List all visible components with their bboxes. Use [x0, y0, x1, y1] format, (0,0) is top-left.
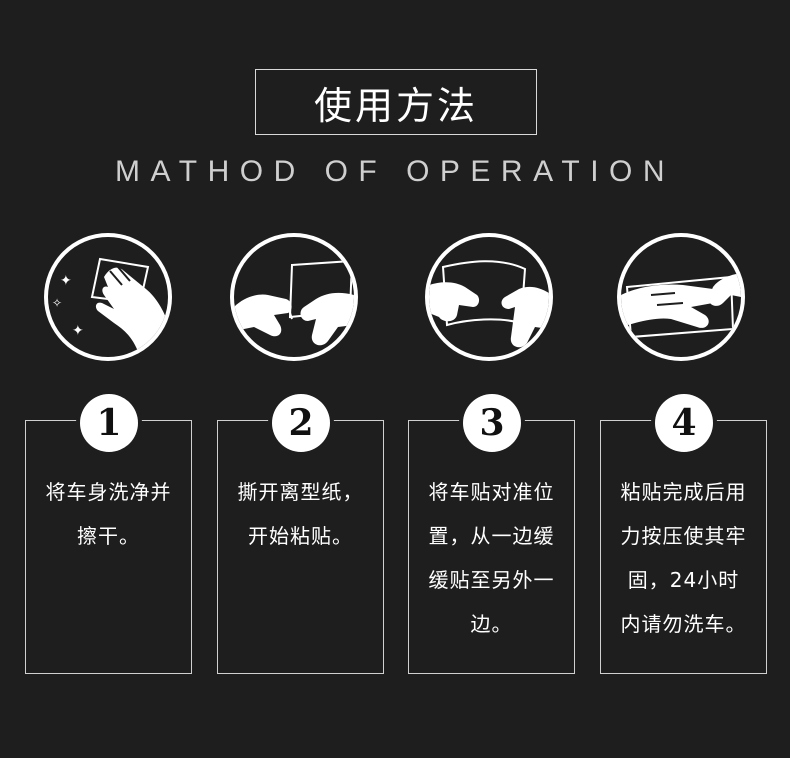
page-title: 使用方法: [255, 69, 537, 135]
page-subtitle: MATHOD OF OPERATION: [114, 155, 676, 188]
step-1-text: 将车身洗净并 擦干。: [45, 480, 172, 548]
step-1-illustration: ✦ ✧ ✦: [44, 233, 172, 361]
apply-sticker-icon: [429, 260, 549, 348]
svg-text:✦: ✦: [72, 323, 84, 339]
step-3-text: 将车贴对准位 置，从一边缓 缓贴至另外一 边。: [428, 480, 555, 636]
press-sticker-icon: [621, 273, 741, 339]
step-4-number-badge: 4: [655, 394, 713, 452]
step-2-text: 撕开离型纸， 开始粘贴。: [237, 480, 364, 548]
peel-film-icon: [234, 259, 354, 346]
step-2-illustration: [230, 233, 358, 361]
step-4-text: 粘贴完成后用 力按压使其牢 固，24小时 内请勿洗车。: [620, 480, 747, 636]
svg-text:✧: ✧: [52, 296, 62, 310]
step-2-number-badge: 2: [272, 394, 330, 452]
step-3-number-badge: 3: [463, 394, 521, 452]
wipe-hand-icon: ✦ ✧ ✦: [52, 257, 168, 357]
svg-text:✦: ✦: [60, 273, 72, 289]
step-3-illustration: [425, 233, 553, 361]
step-4-illustration: [617, 233, 745, 361]
step-1-number-badge: 1: [80, 394, 138, 452]
